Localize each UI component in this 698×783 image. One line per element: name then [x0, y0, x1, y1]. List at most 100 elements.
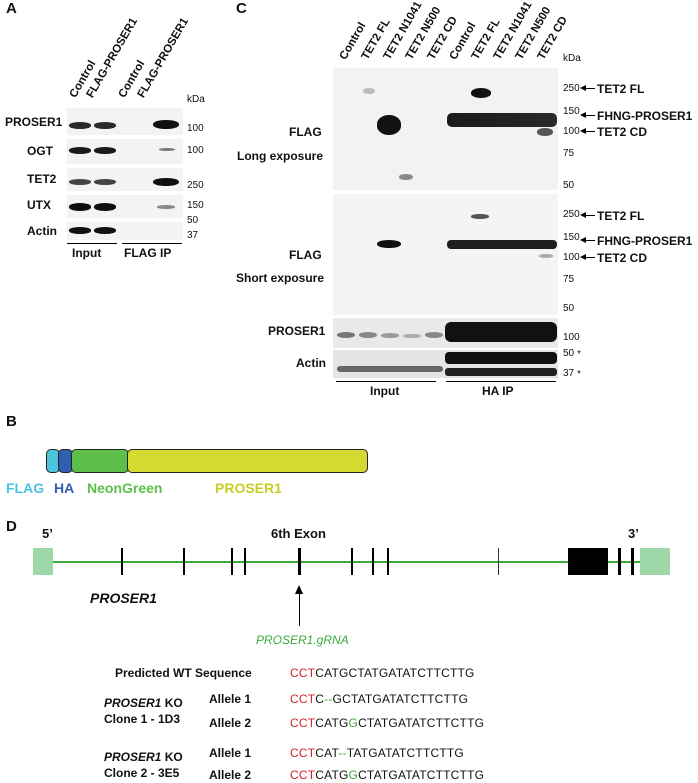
pam: CCT: [290, 768, 316, 782]
panel-a-marker: 100: [187, 145, 204, 156]
panel-c-marker: 50: [563, 348, 575, 359]
exon-label: 6th Exon: [271, 526, 326, 541]
panel-c-marker: 250: [563, 209, 580, 220]
mutation: G: [348, 716, 359, 730]
arrow-head-icon: [580, 85, 586, 91]
panel-c-blot-proser1: [333, 318, 558, 348]
exon-mark: [183, 548, 185, 575]
panel-a-marker: 100: [187, 123, 204, 134]
panel-d-letter: D: [6, 518, 17, 535]
panel-a-marker: 50: [187, 215, 199, 226]
panel-a-marker: 37: [187, 230, 199, 241]
seq-pre: CATG: [315, 716, 349, 730]
exon-mark: [231, 548, 233, 575]
seq-post: TATGATATCTTCTTG: [346, 746, 464, 760]
panel-c-letter: C: [236, 0, 247, 17]
pam: CCT: [290, 666, 316, 680]
allele-sequence: CCTCATGGCTATGATATCTTCTTG: [290, 768, 484, 782]
panel-a-row-label: PROSER1: [5, 115, 63, 129]
panel-a-kda: kDa: [187, 94, 205, 105]
ha-label: HA: [54, 480, 75, 496]
panel-c-marker: 75: [563, 274, 575, 285]
mutation: --: [324, 692, 333, 706]
allele-label: Allele 1: [209, 692, 252, 706]
panel-a-group-line: [122, 243, 182, 244]
arrow-head-icon: [580, 254, 586, 260]
proser1-domain: [127, 449, 368, 473]
panel-c-kda: kDa: [563, 53, 581, 64]
grna-label: PROSER1.gRNA: [256, 633, 349, 647]
ko-suffix: KO: [161, 750, 183, 764]
panel-a-group-flagip: FLAG IP: [124, 246, 172, 260]
utr-5-box: [33, 548, 53, 575]
wt-sequence: CCTCATGCTATGATATCTTCTTG: [290, 666, 475, 680]
up-arrow-icon: [295, 585, 303, 594]
exon-mark: [351, 548, 353, 575]
panel-c-annot: TET2 CD: [597, 251, 648, 265]
exon-mark: [618, 548, 621, 575]
ko-gene: PROSER1: [104, 750, 162, 764]
panel-c-flag-label: FLAG: [289, 248, 322, 262]
panel-c-annot: TET2 FL: [597, 209, 645, 223]
panel-c-blot-long: [333, 68, 558, 190]
arrow-icon: [583, 257, 595, 258]
exon-mark: [387, 548, 389, 575]
panel-c-star: *: [577, 369, 581, 380]
neongreen-label: NeonGreen: [87, 480, 163, 496]
panel-c-blot-short: [333, 194, 558, 315]
three-prime-label: 3’: [628, 526, 639, 541]
grna-arrow-shaft: [299, 592, 300, 626]
exon-mark: [121, 548, 123, 575]
pam: CCT: [290, 692, 316, 706]
panel-c-marker: 100: [563, 252, 580, 263]
allele-label: Allele 2: [209, 716, 252, 730]
panel-a-group-line: [67, 243, 117, 244]
exon-mark: [498, 548, 499, 575]
grna-label-text: PROSER1.gRNA: [256, 633, 349, 647]
proser1-label: PROSER1: [215, 480, 282, 496]
mutation: G: [348, 768, 359, 782]
allele-sequence: CCTCATGGCTATGATATCTTCTTG: [290, 716, 484, 730]
arrow-head-icon: [580, 237, 586, 243]
seq-pre: CAT: [315, 746, 339, 760]
panel-a-row-label: Actin: [27, 224, 57, 238]
panel-c-group-input: Input: [370, 384, 400, 398]
arrow-head-icon: [580, 212, 586, 218]
panel-a-group-input: Input: [72, 246, 102, 260]
allele-sequence: CCTC--GCTATGATATCTTCTTG: [290, 692, 468, 706]
panel-a-lane-label: FLAG-PROSER1: [135, 15, 192, 100]
panel-a-row-label: UTX: [27, 198, 51, 212]
arrow-icon: [583, 131, 595, 132]
panel-b-letter: B: [6, 413, 17, 430]
seq-rest: CATGCTATGATATCTTCTTG: [315, 666, 475, 680]
clone-name: Clone 1 - 1D3: [104, 712, 181, 726]
arrow-icon: [583, 115, 595, 116]
panel-a-marker: 150: [187, 200, 204, 211]
panel-c-marker: 75: [563, 148, 575, 159]
arrow-icon: [583, 88, 595, 89]
panel-c-annot: FHNG-PROSER1: [597, 234, 693, 248]
wt-label: Predicted WT Sequence: [115, 666, 252, 680]
panel-c-marker: 250: [563, 83, 580, 94]
utr-3-box: [640, 548, 670, 575]
panel-c-blot-actin: [333, 350, 558, 378]
pam: CCT: [290, 746, 316, 760]
exon-large-box: [568, 548, 608, 575]
clone-ko-label: PROSER1 KO: [104, 750, 183, 764]
seq-post: CTATGATATCTTCTTG: [358, 716, 485, 730]
panel-a-blot-actin: [67, 222, 183, 240]
exon-mark: [631, 548, 634, 575]
five-prime-label: 5’: [42, 526, 53, 541]
panel-c-short-exposure: Short exposure: [236, 271, 325, 285]
panel-c-marker: 50: [563, 303, 575, 314]
panel-c-marker: 150: [563, 106, 580, 117]
seq-pre: C: [315, 692, 325, 706]
arrow-icon: [583, 215, 595, 216]
seq-post: CTATGATATCTTCTTG: [358, 768, 485, 782]
panel-c-star: *: [577, 349, 581, 360]
panel-c-group-haip: HA IP: [482, 384, 514, 398]
arrow-head-icon: [580, 112, 586, 118]
panel-c-marker: 150: [563, 232, 580, 243]
arrow-head-icon: [580, 128, 586, 134]
panel-c-group-line: [446, 381, 556, 382]
